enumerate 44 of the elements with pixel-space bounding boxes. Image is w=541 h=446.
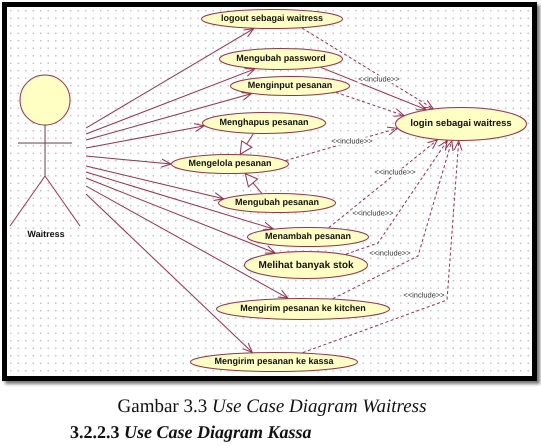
use-case-ellipse xyxy=(230,76,350,96)
generalization-arrow xyxy=(240,133,254,155)
arrow xyxy=(86,166,224,201)
use-case-ellipse xyxy=(218,193,336,213)
arrow xyxy=(86,68,256,134)
dashed-arrow xyxy=(302,28,434,110)
use-case-name: Mengubah pesanan xyxy=(234,198,319,208)
use-case-name: logout sebagai waitress xyxy=(220,14,324,24)
arrow xyxy=(86,186,288,299)
arrow xyxy=(86,156,172,168)
use-case-name: Menginput pesanan xyxy=(248,81,332,91)
use-case-ellipse xyxy=(395,107,527,141)
arrow xyxy=(320,66,427,110)
use-case-ellipse xyxy=(201,9,343,29)
use-case-name: Menghapus pesanan xyxy=(219,118,308,128)
actor-name: Waitress xyxy=(27,230,65,240)
use-case-name: Mengirim pesanan ke kassa xyxy=(214,357,334,367)
use-case-ellipse xyxy=(171,154,289,174)
arrow xyxy=(86,194,253,353)
use-case-name: Mengelola pesanan xyxy=(188,159,272,169)
use-case-ellipse xyxy=(219,48,343,70)
generalization-arrow xyxy=(244,173,262,194)
dashed-arrow xyxy=(345,140,448,255)
arrow xyxy=(86,172,274,230)
use-case-ellipse xyxy=(216,298,390,320)
arrow xyxy=(86,178,276,254)
use-case-name: login sebagai waitress xyxy=(410,118,512,130)
use-case-name: Melihat banyak stok xyxy=(258,260,354,270)
use-case-ellipse xyxy=(244,251,368,279)
dashed-arrow xyxy=(302,140,462,354)
use-case-ellipse xyxy=(202,112,326,134)
dashed-arrow xyxy=(328,139,438,228)
use-case-ellipse xyxy=(247,227,369,247)
section-heading: 3.2.2.3 Use Case Diagram Kassa xyxy=(70,423,312,443)
use-case-ellipse xyxy=(190,352,358,372)
dashed-arrow xyxy=(332,140,454,300)
use-case-name: Menambah pesanan xyxy=(264,232,352,242)
arrow xyxy=(86,92,252,140)
arrow xyxy=(86,28,254,128)
dashed-arrow xyxy=(335,92,404,117)
arrow xyxy=(86,123,205,148)
use-case-name: Mengubah password xyxy=(236,54,326,64)
figure-caption: Gambar 3.3 Use Case Diagram Waitress xyxy=(118,397,426,418)
use-case-name: Mengirim pesanan ke kitchen xyxy=(240,304,366,314)
